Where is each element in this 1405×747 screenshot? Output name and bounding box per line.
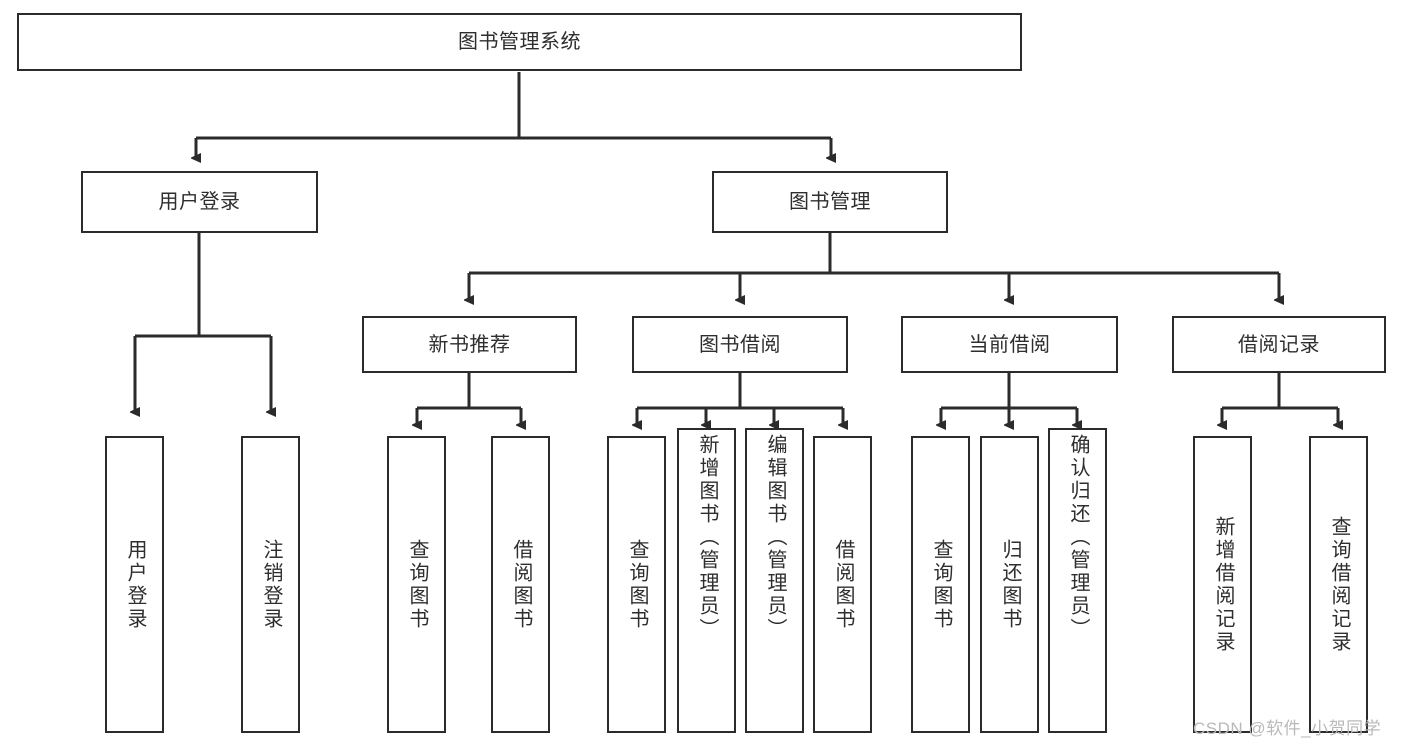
leaf-text-wrap: 用户登录 [107,438,162,731]
node-root-system[interactable]: 图书管理系统 [17,13,1022,71]
leaf-text-wrap: 借阅图书 [493,438,548,731]
node-label: 当前借阅 [968,333,1051,356]
node-label: 查询图书 [930,538,952,631]
leaf-record-add-record[interactable]: 新增借阅记录 [1193,436,1252,733]
node-label: 查询图书 [626,538,648,631]
leaf-user-login[interactable]: 用户登录 [105,436,164,733]
leaf-borrow-edit-book-admin[interactable]: 编辑图书（管理员） [745,428,804,733]
node-label: 图书借阅 [699,333,781,356]
leaf-recommend-query-book[interactable]: 查询图书 [387,436,446,733]
watermark-text: CSDN @软件_小贺同学 [1193,719,1382,738]
node-label: 用户登录 [158,191,241,213]
node-label: 查询图书 [406,538,428,631]
leaf-record-query-record[interactable]: 查询借阅记录 [1309,436,1368,733]
node-label: 编辑图书（管理员） [764,434,786,641]
node-label: 图书管理系统 [458,31,581,53]
leaf-text-wrap: 确认归还（管理员） [1050,430,1105,731]
node-label: 借阅记录 [1238,333,1320,356]
node-current-borrow[interactable]: 当前借阅 [901,316,1118,373]
leaf-text-wrap: 新增图书（管理员） [679,430,734,731]
node-new-book-recommend[interactable]: 新书推荐 [362,316,577,373]
leaf-borrow-borrow-book[interactable]: 借阅图书 [813,436,872,733]
leaf-text-wrap: 编辑图书（管理员） [747,430,802,731]
node-borrow-record[interactable]: 借阅记录 [1172,316,1386,373]
leaf-borrow-query-book[interactable]: 查询图书 [607,436,666,733]
leaf-current-query-book[interactable]: 查询图书 [911,436,970,733]
node-label: 归还图书 [999,538,1021,631]
node-label: 用户登录 [124,538,146,631]
node-label: 借阅图书 [510,538,532,631]
leaf-text-wrap: 新增借阅记录 [1195,438,1250,731]
leaf-text-wrap: 查询图书 [913,438,968,731]
node-book-borrow[interactable]: 图书借阅 [632,316,848,373]
leaf-text-wrap: 归还图书 [982,438,1037,731]
node-label: 新增图书（管理员） [696,434,718,641]
node-label: 查询借阅记录 [1328,515,1350,654]
leaf-recommend-borrow-book[interactable]: 借阅图书 [491,436,550,733]
leaf-current-confirm-return-admin[interactable]: 确认归还（管理员） [1048,428,1107,733]
leaf-text-wrap: 查询借阅记录 [1311,438,1366,731]
node-label: 新增借阅记录 [1212,515,1234,654]
leaf-text-wrap: 借阅图书 [815,438,870,731]
node-label: 确认归还（管理员） [1067,434,1089,641]
node-label: 借阅图书 [832,538,854,631]
node-user-login[interactable]: 用户登录 [81,171,318,233]
leaf-logout-login[interactable]: 注销登录 [241,436,300,733]
node-label: 图书管理 [789,191,871,213]
leaf-current-return-book[interactable]: 归还图书 [980,436,1039,733]
node-book-management[interactable]: 图书管理 [712,171,948,233]
leaf-borrow-add-book-admin[interactable]: 新增图书（管理员） [677,428,736,733]
node-label: 注销登录 [260,538,282,631]
leaf-text-wrap: 查询图书 [609,438,664,731]
leaf-text-wrap: 查询图书 [389,438,444,731]
node-label: 新书推荐 [428,333,511,356]
leaf-text-wrap: 注销登录 [243,438,298,731]
